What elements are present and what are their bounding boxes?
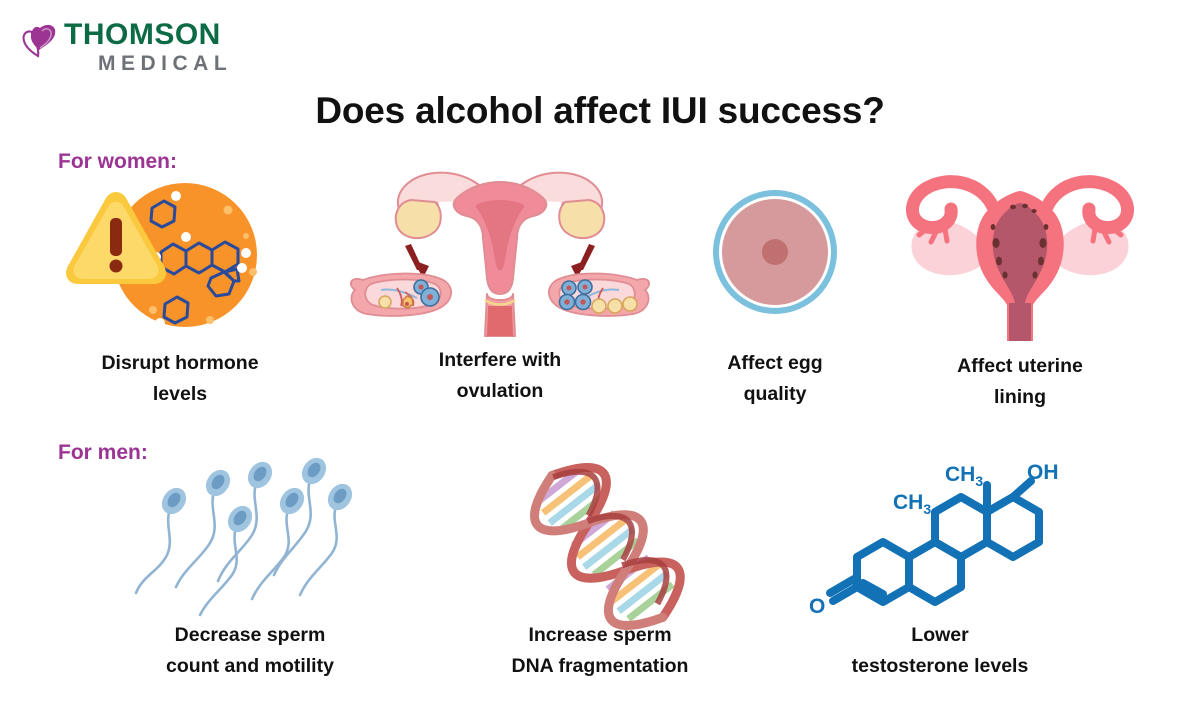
item-increase-dna-fragmentation: Increase sperm DNA fragmentation bbox=[445, 455, 755, 682]
ch3-left-label: CH3 bbox=[893, 491, 931, 517]
item-caption: Lower testosterone levels bbox=[805, 620, 1075, 682]
item-caption: Decrease sperm count and motility bbox=[130, 620, 370, 682]
item-caption: Affect uterine lining bbox=[895, 351, 1145, 413]
caption-line-2: levels bbox=[152, 382, 208, 405]
caption-line-2: quality bbox=[743, 382, 807, 405]
item-caption: Disrupt hormone levels bbox=[60, 348, 300, 410]
sperm-cells-icon bbox=[130, 457, 370, 620]
uterus-lining-icon bbox=[895, 165, 1145, 343]
uterus-ovulation-anatomy-icon bbox=[345, 160, 655, 345]
caption-line-2: ovulation bbox=[456, 379, 544, 402]
caption-line-2: count and motility bbox=[166, 654, 334, 677]
caption-line-1: Affect egg bbox=[727, 352, 823, 374]
caption-line-2: lining bbox=[994, 385, 1046, 408]
dna-helix-icon bbox=[445, 455, 755, 630]
caption-line-1: Increase sperm bbox=[528, 624, 672, 646]
brand-logo: THOMSON MEDICAL bbox=[20, 20, 260, 90]
egg-cell-icon bbox=[680, 180, 870, 340]
section-heading-women: For women: bbox=[58, 150, 177, 173]
caption-line-1: Decrease sperm bbox=[174, 624, 326, 646]
ch3-top-label: CH3 bbox=[945, 463, 983, 489]
item-interfere-with-ovulation: Interfere with ovulation bbox=[345, 160, 655, 407]
item-affect-uterine-lining: Affect uterine lining bbox=[895, 165, 1145, 413]
item-lower-testosterone: CH3 CH3 OH O Lower testosterone levels bbox=[805, 461, 1075, 682]
item-caption: Interfere with ovulation bbox=[345, 345, 655, 407]
item-disrupt-hormone-levels: Disrupt hormone levels bbox=[60, 180, 300, 410]
butterfly-logo-icon bbox=[20, 22, 64, 62]
caption-line-1: Lower bbox=[911, 624, 969, 646]
item-affect-egg-quality: Affect egg quality bbox=[680, 180, 870, 410]
testosterone-molecule-icon: CH3 CH3 OH O bbox=[805, 461, 1075, 620]
caption-line-1: Disrupt hormone bbox=[101, 352, 259, 374]
o-label: O bbox=[809, 595, 825, 618]
caption-line-1: Affect uterine bbox=[957, 355, 1083, 377]
brand-subtitle: MEDICAL bbox=[98, 52, 233, 75]
item-caption: Increase sperm DNA fragmentation bbox=[445, 620, 755, 682]
item-caption: Affect egg quality bbox=[680, 348, 870, 410]
brand-name: THOMSON bbox=[64, 18, 221, 51]
caption-line-2: DNA fragmentation bbox=[511, 654, 689, 677]
hormone-molecule-warning-icon bbox=[60, 180, 300, 340]
caption-line-2: testosterone levels bbox=[851, 654, 1029, 677]
page-title: Does alcohol affect IUI success? bbox=[315, 90, 885, 131]
caption-line-1: Interfere with bbox=[438, 349, 562, 371]
section-heading-men: For men: bbox=[58, 441, 148, 464]
oh-label: OH bbox=[1027, 461, 1059, 484]
item-decrease-sperm-count: Decrease sperm count and motility bbox=[130, 457, 370, 682]
